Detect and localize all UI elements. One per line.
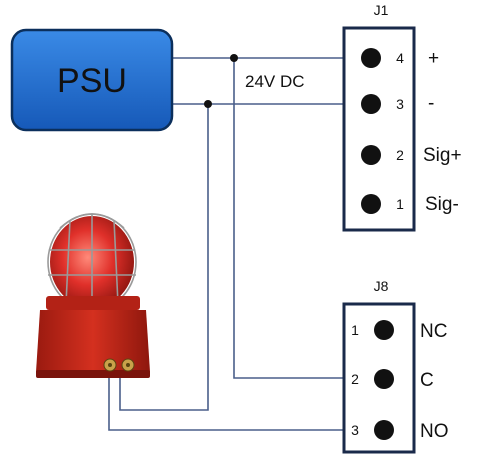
j8-pin-1-contact — [374, 320, 394, 340]
wire-negative-to-beacon — [119, 104, 209, 411]
psu-block: PSU — [10, 28, 174, 132]
j8-pin-1-signal: NC — [420, 321, 447, 342]
junction-dot-negative — [204, 100, 212, 108]
j1-pin-2-contact — [361, 145, 381, 165]
j8-pin-3-contact — [374, 420, 394, 440]
wire-beacon-to-no — [108, 375, 382, 431]
j8-pin-3-number: 3 — [351, 422, 359, 438]
j1-pin-4-contact — [361, 48, 381, 68]
wire-positive-to-common — [233, 58, 382, 379]
j8-pin-1-number: 1 — [351, 322, 359, 338]
j1-pin-1-signal: Sig- — [425, 194, 459, 215]
j8-pin-3-signal: NO — [420, 421, 449, 442]
connector-j1: J1 4 3 2 1 + - Sig+ Sig- — [342, 2, 462, 232]
j1-title: J1 — [374, 2, 389, 18]
supply-voltage-label: 24V DC — [245, 72, 305, 91]
beacon-icon — [36, 213, 150, 378]
j1-pin-1-number: 1 — [396, 196, 404, 212]
j1-pin-3-contact — [361, 94, 381, 114]
junction-dot-positive — [230, 54, 238, 62]
connector-j8: J8 1 2 3 NC C NO — [342, 278, 449, 454]
j1-pin-1-contact — [361, 194, 381, 214]
j8-pin-2-number: 2 — [351, 371, 359, 387]
j8-title: J8 — [374, 278, 389, 294]
j1-pin-2-signal: Sig+ — [423, 145, 462, 166]
j1-pin-3-number: 3 — [396, 96, 404, 112]
j1-pin-4-number: 4 — [396, 50, 404, 66]
j1-pin-2-number: 2 — [396, 147, 404, 163]
j1-pin-3-signal: - — [428, 93, 434, 114]
psu-label: PSU — [57, 62, 127, 100]
j8-pin-2-contact — [374, 369, 394, 389]
j1-pin-4-signal: + — [428, 48, 439, 69]
wires — [108, 57, 382, 431]
j8-pin-2-signal: C — [420, 370, 434, 391]
